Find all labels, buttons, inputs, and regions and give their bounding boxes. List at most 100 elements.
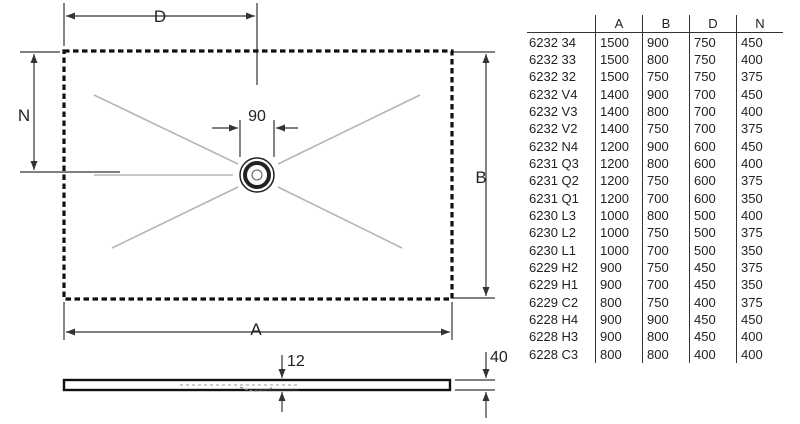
cell-code: 6228 H3 bbox=[529, 329, 579, 345]
cell-n: 400 bbox=[736, 328, 783, 346]
dim-d-label: D bbox=[154, 7, 166, 26]
cell-b: 800 bbox=[642, 206, 690, 225]
cell-a: 1000 bbox=[595, 206, 643, 225]
cell-b: 750 bbox=[642, 258, 690, 277]
cell-a: 900 bbox=[595, 310, 643, 329]
cell-d: 450 bbox=[689, 310, 737, 329]
cell-b: 800 bbox=[642, 345, 690, 363]
cell-b: 800 bbox=[642, 102, 690, 121]
dim-n-label: N bbox=[18, 106, 30, 125]
cell-b: 900 bbox=[642, 32, 690, 51]
cell-a: 1400 bbox=[595, 120, 643, 138]
cell-code: 6229 H2 bbox=[529, 259, 579, 275]
cell-n: 375 bbox=[736, 68, 783, 86]
tray-plan-outline bbox=[62, 49, 454, 301]
drainage-slope-lines bbox=[93, 94, 421, 249]
dim-a: A bbox=[63, 302, 453, 340]
cell-b: 750 bbox=[642, 293, 690, 311]
cell-code: 6232 N4 bbox=[529, 138, 579, 154]
cell-d: 700 bbox=[689, 120, 737, 138]
column-header-b: B bbox=[642, 15, 690, 34]
cell-d: 400 bbox=[689, 345, 737, 363]
dim-a-label: A bbox=[250, 320, 262, 339]
cell-code: 6229 H1 bbox=[529, 277, 579, 293]
dim-thickness: 12 bbox=[255, 353, 305, 412]
dim-height: 40 bbox=[455, 349, 508, 418]
column-header-a: A bbox=[595, 15, 643, 34]
table-header-row: A B D N bbox=[527, 15, 783, 34]
cell-a: 800 bbox=[595, 293, 643, 311]
cell-a: 900 bbox=[595, 258, 643, 277]
cell-d: 600 bbox=[689, 172, 737, 190]
cell-n: 400 bbox=[736, 206, 783, 225]
cell-code: 6228 C3 bbox=[529, 346, 579, 362]
cell-d: 450 bbox=[689, 276, 737, 294]
cell-code: 6232 32 bbox=[529, 69, 576, 85]
dim-drain-width-label: 90 bbox=[248, 108, 266, 125]
cell-n: 400 bbox=[736, 345, 783, 363]
cell-b: 900 bbox=[642, 85, 690, 103]
cell-a: 1200 bbox=[595, 137, 643, 155]
cell-b: 900 bbox=[642, 310, 690, 329]
dim-d: D bbox=[63, 3, 258, 85]
cell-d: 600 bbox=[689, 154, 737, 173]
cell-n: 375 bbox=[736, 293, 783, 311]
cell-n: 400 bbox=[736, 154, 783, 173]
cell-a: 1200 bbox=[595, 154, 643, 173]
cell-code: 6232 V3 bbox=[529, 103, 578, 119]
cell-n: 375 bbox=[736, 224, 783, 242]
cell-d: 750 bbox=[689, 32, 737, 51]
cell-b: 750 bbox=[642, 224, 690, 242]
cell-d: 700 bbox=[689, 102, 737, 121]
cell-b: 900 bbox=[642, 137, 690, 155]
cell-d: 400 bbox=[689, 293, 737, 311]
cell-a: 1400 bbox=[595, 102, 643, 121]
cell-n: 350 bbox=[736, 241, 783, 259]
cell-n: 450 bbox=[736, 85, 783, 103]
cell-d: 500 bbox=[689, 224, 737, 242]
column-header-code bbox=[527, 15, 596, 34]
cell-code: 6228 H4 bbox=[529, 312, 579, 328]
cell-b: 800 bbox=[642, 154, 690, 173]
cell-n: 400 bbox=[736, 50, 783, 69]
cell-code: 6231 Q2 bbox=[529, 173, 579, 189]
cell-code: 6232 34 bbox=[529, 34, 576, 50]
cell-a: 900 bbox=[595, 276, 643, 294]
cell-d: 600 bbox=[689, 189, 737, 207]
cell-d: 500 bbox=[689, 241, 737, 259]
cell-n: 350 bbox=[736, 189, 783, 207]
column-header-d: D bbox=[689, 15, 737, 34]
cell-code: 6230 L3 bbox=[529, 207, 576, 223]
cell-n: 450 bbox=[736, 310, 783, 329]
cell-n: 450 bbox=[736, 137, 783, 155]
cell-a: 800 bbox=[595, 345, 643, 363]
cell-b: 700 bbox=[642, 276, 690, 294]
cell-n: 375 bbox=[736, 258, 783, 277]
cell-a: 1000 bbox=[595, 241, 643, 259]
dim-thickness-label: 12 bbox=[287, 353, 305, 370]
cell-d: 450 bbox=[689, 258, 737, 277]
cell-code: 6232 V4 bbox=[529, 86, 578, 102]
dim-b-label: B bbox=[475, 168, 486, 187]
cell-code: 6230 L2 bbox=[529, 225, 576, 241]
cell-d: 500 bbox=[689, 206, 737, 225]
cell-code: 6232 33 bbox=[529, 51, 576, 67]
cell-b: 750 bbox=[642, 68, 690, 86]
cell-a: 1200 bbox=[595, 172, 643, 190]
cell-a: 1200 bbox=[595, 189, 643, 207]
cell-a: 1000 bbox=[595, 224, 643, 242]
cell-code: 6231 Q3 bbox=[529, 155, 579, 171]
